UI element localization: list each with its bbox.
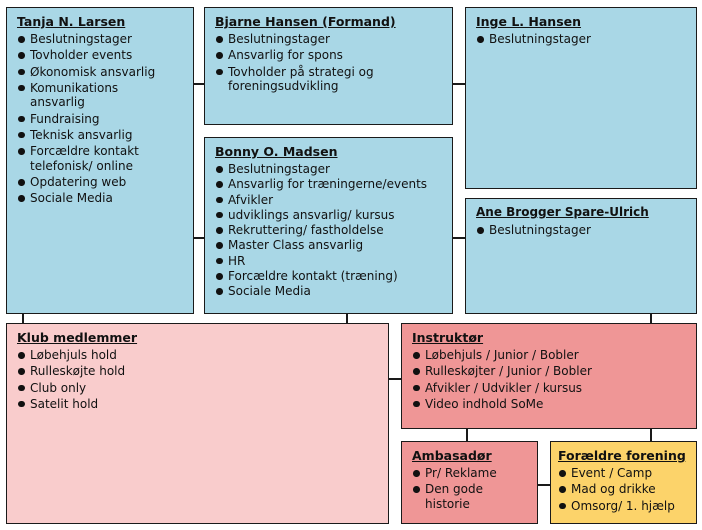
box-tanja-larsen: Tanja N. Larsen Beslutningstager Tovhold… bbox=[6, 7, 194, 314]
task-item: Afvikler / Udvikler / kursus bbox=[412, 381, 688, 396]
connector-instruktor-ambassador bbox=[466, 428, 468, 442]
box-ambassador: Ambasadør Pr/ Reklame Den gode historie bbox=[401, 441, 538, 524]
box-title: Tanja N. Larsen bbox=[17, 14, 126, 29]
role-item: Fundraising bbox=[17, 112, 185, 127]
task-item: Video indhold SoMe bbox=[412, 397, 688, 412]
box-title: Ane Brogger Spare-Ulrich bbox=[476, 205, 649, 219]
connector-ane-instruktor bbox=[650, 313, 652, 324]
box-klub-medlemmer: Klub medlemmer Løbehjuls hold Rulleskøjt… bbox=[6, 323, 389, 524]
role-item: Beslutningstager bbox=[215, 162, 444, 177]
role-item: Forcældre kontakt telefonisk/ online bbox=[17, 144, 170, 173]
box-title: Instruktør bbox=[412, 330, 484, 345]
role-list: Beslutningstager bbox=[476, 32, 688, 47]
box-title: Bjarne Hansen (Formand) bbox=[215, 14, 396, 29]
role-item: Komunikations ansvarlig bbox=[17, 81, 145, 110]
task-item: Rulleskøjter / Junior / Bobler bbox=[412, 364, 688, 379]
member-item: Rulleskøjte hold bbox=[17, 364, 380, 379]
role-item: udviklings ansvarlig/ kursus bbox=[215, 208, 444, 223]
member-item: Club only bbox=[17, 381, 380, 396]
role-item: Opdatering web bbox=[17, 175, 185, 190]
role-item: Ansvarlig for træningerne/events bbox=[215, 177, 444, 192]
role-item: Afvikler bbox=[215, 193, 444, 208]
role-item: Rekruttering/ fastholdelse bbox=[215, 223, 444, 238]
connector-tanja-klub bbox=[22, 313, 24, 324]
member-item: Satelit hold bbox=[17, 397, 380, 412]
role-item: Beslutningstager bbox=[476, 32, 688, 47]
box-foraeldre-forening: Forældre forening Event / Camp Mad og dr… bbox=[550, 441, 697, 524]
role-list: Beslutningstager bbox=[476, 223, 688, 238]
task-item: Omsorg/ 1. hjælp bbox=[558, 499, 692, 514]
task-item: Mad og drikke bbox=[558, 482, 692, 497]
role-item: Teknisk ansvarlig bbox=[17, 128, 185, 143]
role-item: Beslutningstager bbox=[476, 223, 688, 238]
connector-ambassador-foraeldre bbox=[537, 484, 551, 486]
box-bjarne-hansen: Bjarne Hansen (Formand) Beslutningstager… bbox=[204, 7, 453, 125]
task-item: Den gode historie bbox=[412, 482, 505, 511]
box-title: Bonny O. Madsen bbox=[215, 144, 338, 159]
role-list: Beslutningstager Ansvarlig for spons Tov… bbox=[215, 32, 444, 94]
role-item: Beslutningstager bbox=[17, 32, 185, 47]
box-instruktor: Instruktør Løbehjuls / Junior / Bobler R… bbox=[401, 323, 697, 429]
box-ane-brogger: Ane Brogger Spare-Ulrich Beslutningstage… bbox=[465, 198, 697, 314]
role-item: Master Class ansvarlig bbox=[215, 238, 444, 253]
box-title: Inge L. Hansen bbox=[476, 14, 582, 29]
connector-bjarne-inge bbox=[452, 83, 466, 85]
box-title: Ambasadør bbox=[412, 448, 492, 463]
box-inge-hansen: Inge L. Hansen Beslutningstager bbox=[465, 7, 697, 189]
connector-instruktor-foraeldre bbox=[650, 428, 652, 442]
connector-klub-instruktor bbox=[388, 378, 402, 380]
task-list: Løbehjuls / Junior / Bobler Rulleskøjter… bbox=[412, 348, 688, 411]
connector-tanja-bonny bbox=[193, 237, 205, 239]
role-item: Sociale Media bbox=[17, 191, 185, 206]
task-item: Event / Camp bbox=[558, 466, 692, 481]
connector-bonny-klub bbox=[346, 313, 348, 324]
task-item: Løbehjuls / Junior / Bobler bbox=[412, 348, 688, 363]
member-item: Løbehjuls hold bbox=[17, 348, 380, 363]
role-item: Tovholder events bbox=[17, 48, 185, 63]
box-title: Forældre forening bbox=[558, 448, 686, 463]
task-list: Event / Camp Mad og drikke Omsorg/ 1. hj… bbox=[558, 466, 692, 513]
role-item: HR bbox=[215, 254, 444, 269]
box-bonny-madsen: Bonny O. Madsen Beslutningstager Ansvarl… bbox=[204, 137, 453, 314]
member-list: Løbehjuls hold Rulleskøjte hold Club onl… bbox=[17, 348, 380, 411]
role-item: Tovholder på strategi og foreningsudvikl… bbox=[215, 65, 378, 94]
role-item: Økonomisk ansvarlig bbox=[17, 65, 185, 80]
connector-tanja-bjarne bbox=[193, 83, 205, 85]
box-title: Klub medlemmer bbox=[17, 330, 138, 345]
connector-bonny-ane bbox=[452, 237, 466, 239]
task-list: Pr/ Reklame Den gode historie bbox=[412, 466, 529, 511]
role-item: Beslutningstager bbox=[215, 32, 444, 47]
role-list: Beslutningstager Ansvarlig for træninger… bbox=[215, 162, 444, 299]
role-item: Ansvarlig for spons bbox=[215, 48, 444, 63]
role-item: Sociale Media bbox=[215, 284, 444, 299]
task-item: Pr/ Reklame bbox=[412, 466, 529, 481]
role-item: Forcældre kontakt (træning) bbox=[215, 269, 444, 284]
role-list: Beslutningstager Tovholder events Økonom… bbox=[17, 32, 185, 206]
